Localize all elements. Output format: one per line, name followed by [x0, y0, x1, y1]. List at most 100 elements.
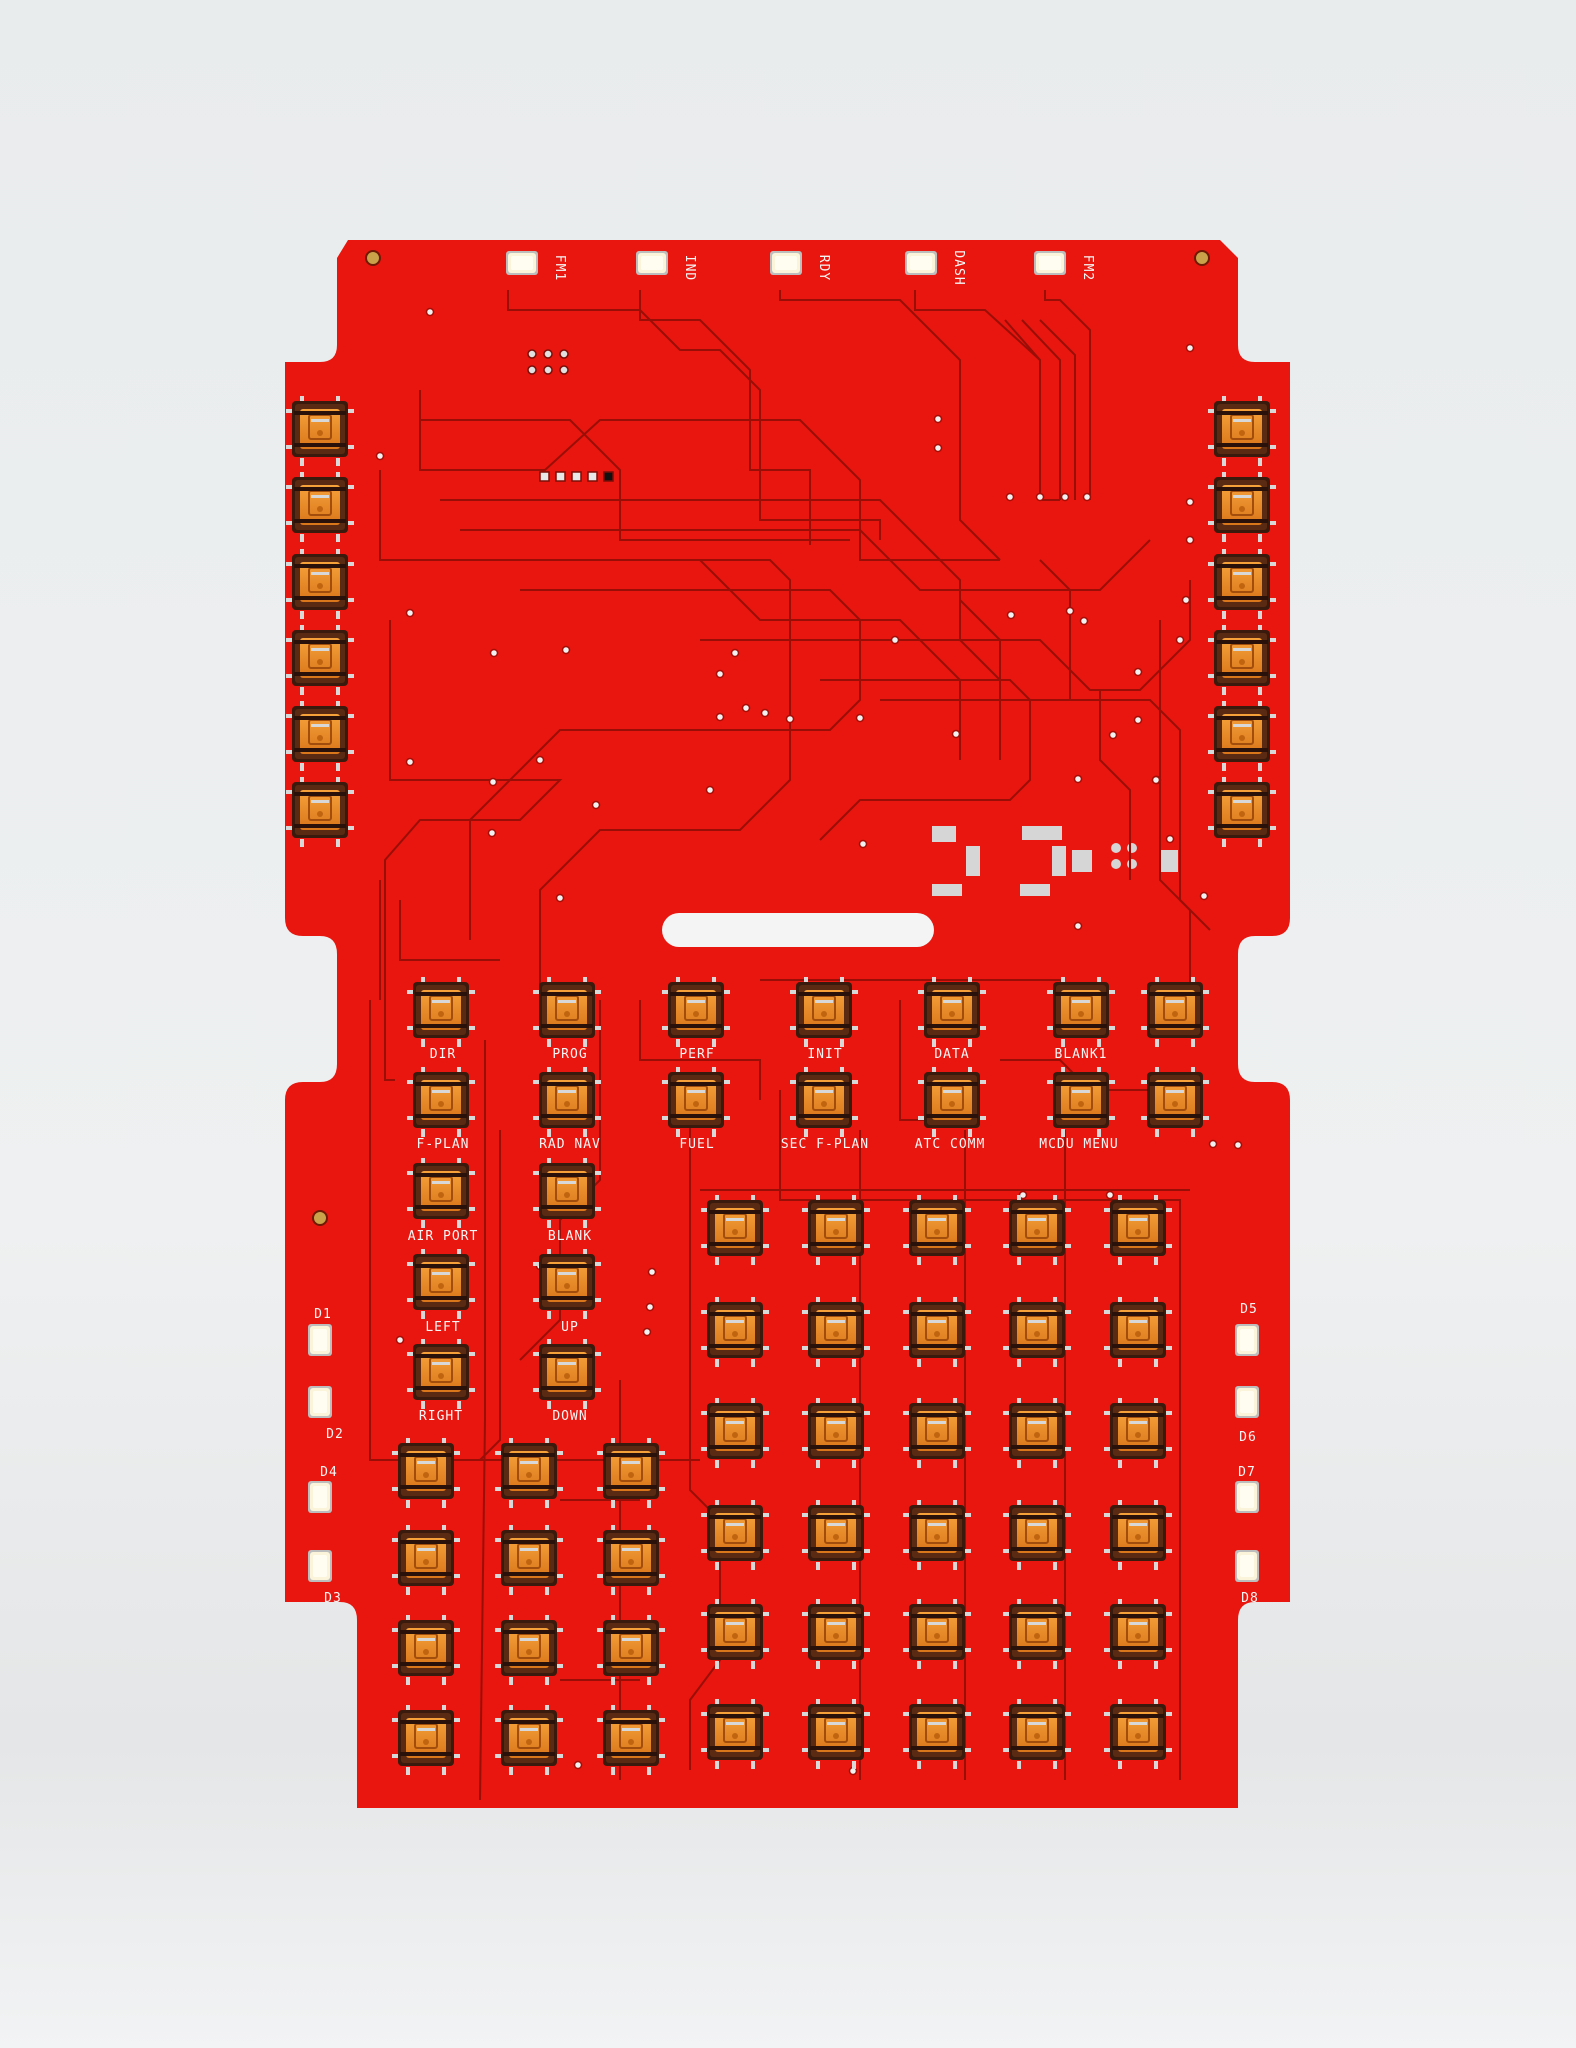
top-led-label: DASH	[951, 250, 966, 285]
key-label: UP	[561, 1320, 579, 1335]
alpha-key	[802, 1195, 870, 1265]
function-key	[407, 1158, 475, 1228]
line-select-key-right	[1208, 777, 1276, 847]
alpha-key	[903, 1500, 971, 1570]
numeric-key	[392, 1438, 460, 1508]
function-key	[407, 1249, 475, 1319]
numeric-key	[392, 1525, 460, 1595]
alpha-key	[903, 1599, 971, 1669]
led-icon	[905, 251, 937, 275]
key-label: RAD NAV	[539, 1137, 601, 1152]
numeric-key	[392, 1705, 460, 1775]
key-label: AIR PORT	[408, 1229, 479, 1244]
line-select-key-right	[1208, 701, 1276, 771]
alpha-key	[701, 1297, 769, 1367]
led-icon	[308, 1550, 332, 1582]
led-label: D2	[326, 1427, 344, 1442]
function-key	[1047, 977, 1115, 1047]
key-label: DOWN	[552, 1409, 587, 1424]
key-label: F-PLAN	[417, 1137, 470, 1152]
key-label: RIGHT	[419, 1409, 463, 1424]
key-label: PROG	[552, 1047, 587, 1062]
function-key	[662, 1067, 730, 1137]
key-label: INIT	[807, 1047, 842, 1062]
line-select-key-left	[286, 396, 354, 466]
alpha-key	[1104, 1297, 1172, 1367]
numeric-key	[597, 1525, 665, 1595]
alpha-key	[1104, 1195, 1172, 1265]
line-select-key-left	[286, 472, 354, 542]
key-label: LEFT	[425, 1320, 460, 1335]
function-key	[533, 977, 601, 1047]
led-icon	[636, 251, 668, 275]
led-label: D5	[1240, 1302, 1258, 1317]
alpha-key	[903, 1699, 971, 1769]
led-icon	[506, 251, 538, 275]
numeric-key	[392, 1615, 460, 1685]
alpha-key	[1104, 1398, 1172, 1468]
top-led-label: IND	[682, 255, 697, 281]
alpha-key	[1003, 1398, 1071, 1468]
led-icon	[1235, 1386, 1259, 1418]
alpha-key	[802, 1297, 870, 1367]
numeric-key	[495, 1525, 563, 1595]
alpha-key	[1003, 1195, 1071, 1265]
key-label: ATC COMM	[915, 1137, 986, 1152]
function-key	[790, 1067, 858, 1137]
key-label: BLANK	[548, 1229, 592, 1244]
function-key	[1047, 1067, 1115, 1137]
line-select-key-left	[286, 777, 354, 847]
mounting-hole-icon	[1194, 250, 1210, 266]
line-select-key-right	[1208, 472, 1276, 542]
top-led-label: FM2	[1080, 255, 1095, 281]
alpha-key	[1104, 1699, 1172, 1769]
led-label: D4	[320, 1465, 338, 1480]
function-key	[918, 1067, 986, 1137]
alpha-key	[701, 1195, 769, 1265]
alpha-key	[701, 1599, 769, 1669]
led-label: D1	[314, 1307, 332, 1322]
led-label: D8	[1241, 1591, 1259, 1606]
line-select-key-right	[1208, 396, 1276, 466]
numeric-key	[495, 1438, 563, 1508]
led-label: D6	[1239, 1430, 1257, 1445]
function-key	[790, 977, 858, 1047]
function-key	[407, 977, 475, 1047]
numeric-key	[495, 1705, 563, 1775]
led-icon	[308, 1481, 332, 1513]
function-key	[918, 977, 986, 1047]
function-key	[533, 1158, 601, 1228]
led-icon	[1034, 251, 1066, 275]
alpha-key	[1003, 1500, 1071, 1570]
key-label: BLANK1	[1055, 1047, 1108, 1062]
line-select-key-right	[1208, 549, 1276, 619]
alpha-key	[802, 1398, 870, 1468]
alpha-key	[903, 1398, 971, 1468]
led-icon	[308, 1324, 332, 1356]
alpha-key	[701, 1398, 769, 1468]
key-label: FUEL	[679, 1137, 714, 1152]
alpha-key	[903, 1297, 971, 1367]
alpha-key	[1104, 1500, 1172, 1570]
alpha-key	[802, 1500, 870, 1570]
function-key	[533, 1339, 601, 1409]
top-led-label: FM1	[552, 255, 567, 281]
led-icon	[1235, 1481, 1259, 1513]
key-label: DATA	[934, 1047, 969, 1062]
key-label: SEC F-PLAN	[781, 1137, 869, 1152]
mounting-hole-icon	[365, 250, 381, 266]
alpha-key	[802, 1599, 870, 1669]
function-key	[407, 1067, 475, 1137]
alpha-key	[903, 1195, 971, 1265]
header-pins	[527, 349, 614, 482]
switches	[286, 396, 1276, 1775]
numeric-key	[597, 1705, 665, 1775]
function-key	[1141, 1067, 1209, 1137]
connector-slot-icon	[662, 913, 934, 947]
line-select-key-left	[286, 549, 354, 619]
key-label: PERF	[679, 1047, 714, 1062]
function-key	[662, 977, 730, 1047]
alpha-key	[1104, 1599, 1172, 1669]
